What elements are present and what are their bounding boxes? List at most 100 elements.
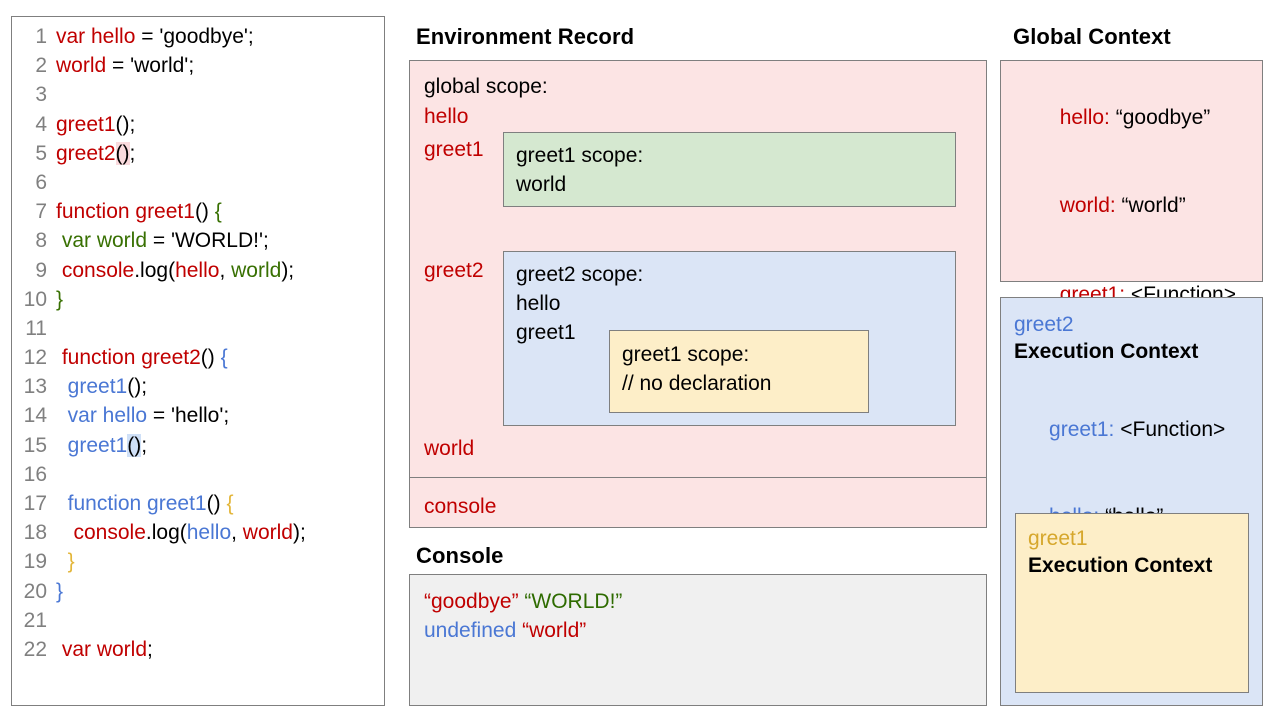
spacer: [1014, 366, 1262, 386]
console-token: “world”: [522, 619, 587, 642]
code-line-text: greet1();: [56, 113, 135, 137]
code-token: }: [56, 550, 75, 574]
nested-greet1-scope-note: // no declaration: [622, 372, 772, 395]
line-number: 1: [35, 25, 47, 48]
line-number: 18: [23, 521, 47, 545]
greet1-ec-name: greet1: [1028, 527, 1088, 550]
line-number: 15: [23, 433, 47, 457]
global-entry-greet1: greet1: [424, 138, 484, 161]
code-token: var hello: [56, 25, 136, 48]
code-token: (): [200, 346, 221, 370]
code-token: ,: [219, 258, 232, 282]
code-token: (): [194, 200, 215, 224]
code-token: console: [56, 521, 146, 545]
code-token: .log(: [134, 258, 176, 282]
code-line: 21: [12, 609, 384, 638]
line-number: 20: [23, 579, 47, 603]
greet1-ec-heading: Execution Context: [1028, 554, 1213, 577]
console-token: undefined: [424, 619, 523, 642]
greet2-ec-name: greet2: [1014, 313, 1074, 336]
code-token: ;: [141, 433, 148, 457]
console-token: “WORLD!”: [524, 590, 623, 613]
line-number: 8: [35, 229, 47, 253]
code-token: greet1: [56, 112, 116, 136]
greet2-ec-heading: Execution Context: [1014, 340, 1199, 363]
code-line-text: var hello = 'hello';: [56, 404, 230, 428]
code-token: = 'hello';: [147, 404, 230, 428]
console-line: undefined “world”: [424, 616, 986, 645]
code-token: function greet1: [56, 492, 207, 515]
code-line: 18 console.log(hello, world);: [12, 521, 384, 550]
global-scope-label: global scope:: [424, 75, 548, 98]
code-line: 9 console.log(hello, world);: [12, 259, 384, 288]
console-title: Console: [416, 543, 504, 568]
code-token: hello: [186, 521, 232, 545]
code-token: {: [214, 200, 222, 224]
code-line-text: }: [56, 288, 63, 312]
line-number: 17: [23, 492, 47, 515]
code-token: }: [56, 287, 64, 311]
code-line: 12 function greet2() {: [12, 346, 384, 375]
global-context-row: hello: “goodbye”: [1013, 73, 1262, 162]
gc-val-world: “world”: [1121, 194, 1186, 217]
code-token: }: [56, 579, 64, 603]
code-token: greet2: [56, 141, 116, 165]
code-line: 20}: [12, 580, 384, 609]
code-token: function greet1: [56, 200, 195, 224]
greet2-ec-row: greet1: <Function>: [1014, 386, 1262, 473]
code-line-text: var world;: [56, 638, 153, 662]
code-token: world: [56, 54, 107, 78]
greet2-scope-box: greet2 scope: hello greet1 greet1 scope:…: [503, 251, 956, 426]
line-number: 2: [35, 54, 47, 78]
code-token: world: [242, 521, 293, 545]
code-line: 8 var world = 'WORLD!';: [12, 229, 384, 258]
global-entry-console: console: [424, 495, 497, 518]
greet1-scope-entry-world: world: [516, 173, 567, 196]
console-token: “goodbye”: [424, 590, 525, 613]
code-line-text: console.log(hello, world);: [56, 521, 306, 545]
code-token: .log(: [145, 521, 187, 545]
code-line: 16: [12, 463, 384, 492]
ec2-key-greet1: greet1:: [1049, 418, 1121, 441]
line-number: 22: [23, 637, 47, 661]
code-token: console: [56, 258, 135, 282]
code-line-text: }: [56, 550, 75, 574]
code-line-text: greet2();: [56, 141, 135, 166]
line-number: 16: [23, 462, 47, 486]
code-line: 10}: [12, 288, 384, 317]
line-number: 4: [35, 112, 47, 136]
code-line-text: console.log(hello, world);: [56, 259, 294, 283]
code-token: {: [220, 346, 228, 370]
code-token: world: [231, 258, 282, 282]
code-line-text: greet1();: [56, 433, 148, 458]
code-token: (): [127, 433, 142, 457]
line-number: 5: [35, 141, 47, 165]
gc-key-hello: hello:: [1059, 105, 1116, 129]
code-line: 14 var hello = 'hello';: [12, 404, 384, 433]
code-token: greet1: [56, 433, 128, 457]
console-line: “goodbye” “WORLD!”: [424, 587, 986, 616]
environment-record-box: global scope: hello greet1 greet2 world …: [409, 60, 987, 528]
line-number: 7: [35, 200, 47, 224]
environment-record-divider: [410, 477, 986, 478]
line-number: 3: [35, 83, 47, 107]
code-token: (): [115, 141, 130, 165]
global-context-box: hello: “goodbye” world: “world” greet1: …: [1000, 60, 1263, 505]
gc-val-hello: “goodbye”: [1115, 105, 1211, 129]
greet2-scope-entry-greet1: greet1: [516, 321, 576, 344]
code-line: 6: [12, 171, 384, 200]
nested-greet1-scope-header: greet1 scope:: [622, 343, 750, 366]
greet2-execution-context-box: greet2 Execution Context greet1: <Functi…: [1000, 297, 1263, 706]
code-token: (): [206, 492, 227, 515]
code-line: 3: [12, 83, 384, 112]
line-number: 13: [23, 375, 47, 399]
code-token: var hello: [56, 404, 148, 428]
code-line: 5 greet2();: [12, 141, 384, 171]
line-number: 9: [35, 258, 47, 282]
code-token: function greet2: [56, 346, 201, 370]
greet1-scope-box: greet1 scope: world: [503, 132, 956, 207]
code-line-text: var world = 'WORLD!';: [56, 229, 269, 253]
code-line: 13 greet1();: [12, 375, 384, 404]
